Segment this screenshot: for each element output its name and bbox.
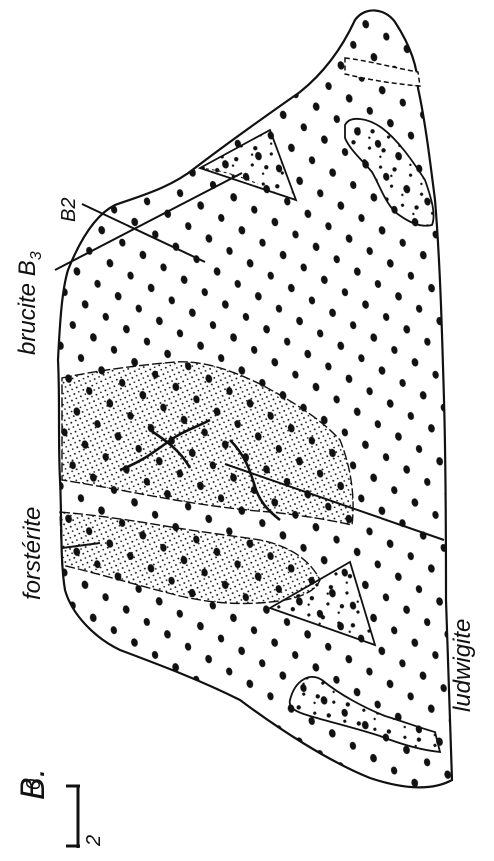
- scale-bar: [66, 785, 80, 848]
- scale-min: 0: [23, 779, 45, 790]
- brucite-label: brucite B3: [14, 251, 45, 355]
- scale-max: 2: [83, 835, 105, 847]
- forsterite-label: forstérite: [19, 507, 46, 600]
- brucite-subscript: 3: [28, 251, 45, 260]
- b2-label: B2: [58, 198, 80, 222]
- ludwigite-label: ludwigite: [449, 619, 476, 712]
